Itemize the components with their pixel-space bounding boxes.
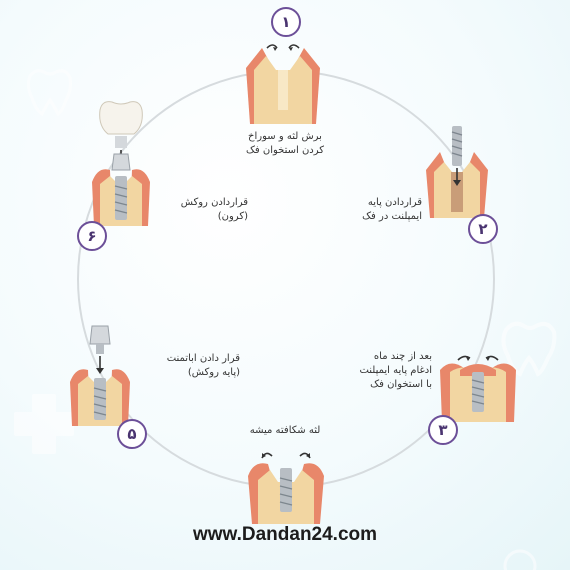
integrated-implant: [471, 372, 485, 412]
step-6-badge: ۶: [77, 221, 107, 251]
step-2-badge: ۲: [468, 214, 498, 244]
crown-tooth: [99, 101, 143, 135]
website-url[interactable]: www.Dandan24.com: [192, 524, 378, 545]
step-2-illustration: [426, 126, 488, 218]
step-2-label: قراردادن پایه ایمپلنت در فک: [362, 197, 422, 222]
plus-decoration: [14, 394, 74, 454]
step-3-badge: ۳: [428, 415, 458, 445]
step-3-illustration: [440, 355, 516, 422]
step-1-illustration: [246, 44, 320, 124]
step-4-label: لثه شکافته میشه: [249, 425, 321, 436]
abutment-part: [89, 325, 111, 354]
step-1-label: برش لثه و سوراخ کردن استخوان فک: [245, 131, 325, 156]
step-3-label: بعد از چند ماه ادغام پایه ایمپلنت با است…: [359, 351, 432, 390]
step-1-badge: ۱: [271, 7, 301, 37]
step-6-label: قراردادن روکش (کرون): [180, 197, 248, 222]
tooth-outline-decoration-left: [26, 69, 72, 117]
step-5-illustration: [70, 325, 130, 426]
circle-decoration: [503, 549, 537, 570]
step-6-illustration: [92, 101, 150, 226]
step-5-badge: ۵: [117, 419, 147, 449]
step-5-label: قرار دادن اباتمنت (پایه روکش): [166, 353, 240, 378]
implant-screw: [451, 126, 463, 166]
step-4-illustration: [248, 452, 324, 524]
